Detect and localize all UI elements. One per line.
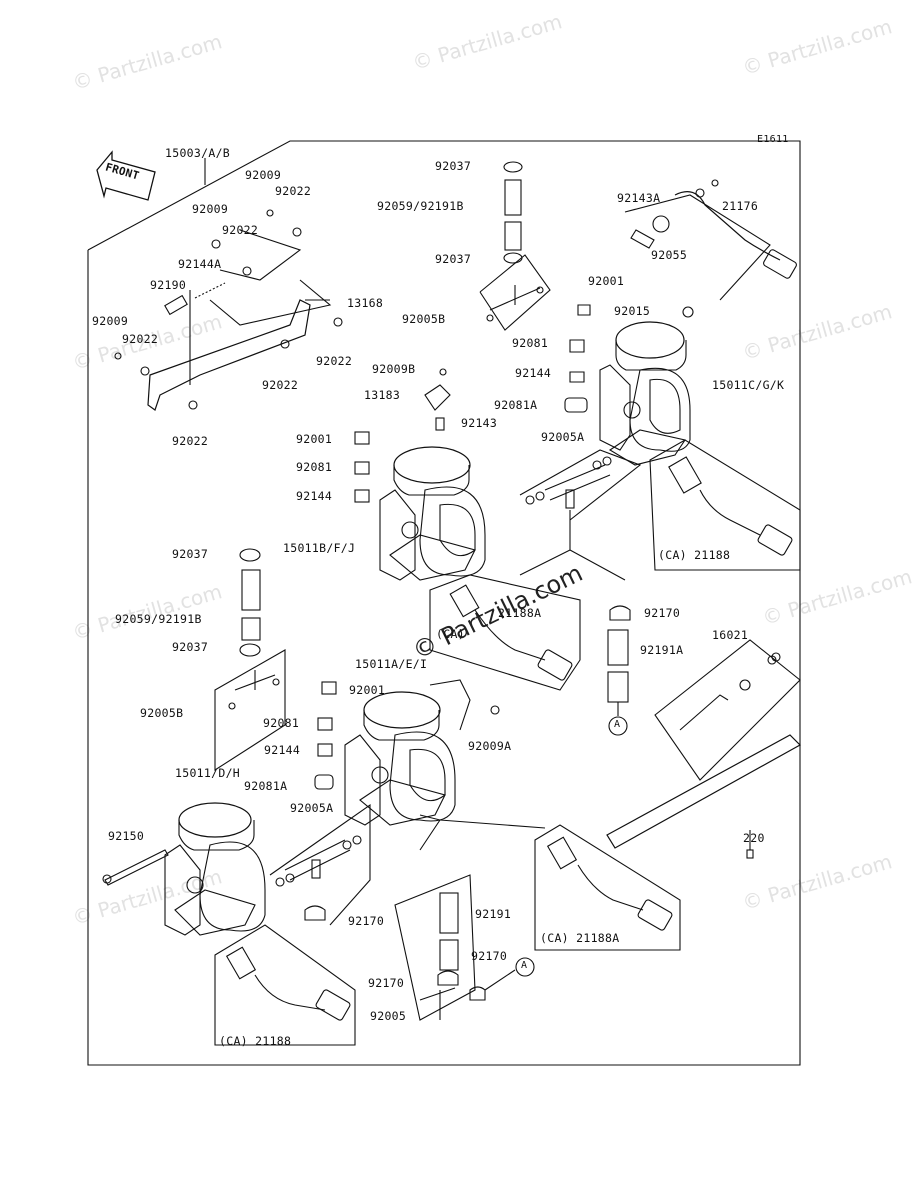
part-label: 92005B <box>402 312 446 326</box>
part-label: 92081 <box>263 716 300 730</box>
part-label: 92001 <box>296 432 333 446</box>
part-label: 92170 <box>471 949 508 963</box>
part-label: 92009A <box>468 739 512 753</box>
part-label: 92001 <box>588 274 625 288</box>
part-label: 92081A <box>244 779 288 793</box>
carb-middle <box>393 446 471 484</box>
part-label: 92022 <box>222 223 259 237</box>
part-label: 92081A <box>494 398 538 412</box>
part-label: 92191A <box>640 643 684 657</box>
part-label: 92037 <box>435 252 472 266</box>
part-label: (CA) 21188 <box>658 548 731 562</box>
carb-bottom-left <box>178 802 252 838</box>
part-label: 92143 <box>461 416 498 430</box>
diagram-code: E1611 <box>757 134 789 145</box>
part-label: 92022 <box>316 354 353 368</box>
part-label: 16021 <box>712 628 749 642</box>
part-label: 21188A <box>498 606 542 620</box>
front-arrow-icon <box>96 150 156 201</box>
part-label: 92144 <box>264 743 301 757</box>
part-label: (CA) 21188 <box>219 1034 292 1048</box>
part-label: 92022 <box>122 332 159 346</box>
part-label: (CA) <box>436 627 465 641</box>
bracket-shape <box>147 299 311 411</box>
part-label: (CA) 21188A <box>540 931 620 945</box>
part-label: 92001 <box>349 683 386 697</box>
part-label: 92009 <box>192 202 229 216</box>
part-label: 92005A <box>290 801 334 815</box>
part-label: 92005B <box>140 706 184 720</box>
part-label: 92170 <box>368 976 405 990</box>
part-label: 92144A <box>178 257 222 271</box>
part-label: 92144 <box>296 489 333 503</box>
part-label: 92191 <box>475 907 512 921</box>
part-label: 15011B/F/J <box>283 541 356 555</box>
carb-top-right <box>615 321 685 359</box>
part-label: 15011A/E/I <box>355 657 428 671</box>
part-label: 92009 <box>92 314 129 328</box>
part-label: 92015 <box>614 304 651 318</box>
part-label: 92005 <box>370 1009 407 1023</box>
part-label: 15011C/G/K <box>712 378 785 392</box>
part-label: 92170 <box>348 914 385 928</box>
part-label: 92190 <box>150 278 187 292</box>
part-label: 92037 <box>172 547 209 561</box>
part-label: 92005A <box>541 430 585 444</box>
part-label: 92009B <box>372 362 416 376</box>
part-label: 92059/92191B <box>377 199 464 213</box>
part-label: 92022 <box>262 378 299 392</box>
part-label: 92055 <box>651 248 688 262</box>
part-label: 21176 <box>722 199 759 213</box>
part-label: 92081 <box>296 460 333 474</box>
part-label: 15003/A/B <box>165 146 231 160</box>
carb-lower <box>363 691 441 729</box>
part-label: 92037 <box>435 159 472 173</box>
rail-bar <box>606 734 801 849</box>
part-label: 92022 <box>275 184 312 198</box>
ref-marker: A <box>614 719 621 730</box>
part-label: 15011/D/H <box>175 766 241 780</box>
part-label: 13168 <box>347 296 384 310</box>
part-label: 92081 <box>512 336 549 350</box>
part-label: 92059/92191B <box>115 612 202 626</box>
ref-marker: A <box>521 960 528 971</box>
part-label: 220 <box>743 831 765 845</box>
part-label: 92143A <box>617 191 661 205</box>
part-label: 13183 <box>364 388 401 402</box>
part-label: 92170 <box>644 606 681 620</box>
part-label: 92037 <box>172 640 209 654</box>
part-label: 92150 <box>108 829 145 843</box>
part-label: 92022 <box>172 434 209 448</box>
part-label: 92009 <box>245 168 282 182</box>
part-label: 92144 <box>515 366 552 380</box>
outer-frame <box>87 140 801 1066</box>
